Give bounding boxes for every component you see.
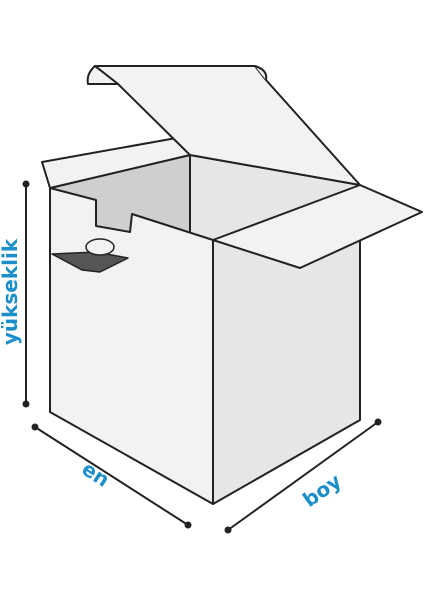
- length-measure-dot-left: [224, 526, 232, 534]
- width-measure-dot-right: [184, 521, 192, 529]
- height-measure-dot-top: [22, 180, 30, 188]
- length-measure: [224, 418, 382, 534]
- width-measure: [31, 423, 192, 529]
- width-measure-dot-left: [31, 423, 39, 431]
- box-right-flap: [212, 184, 423, 269]
- height-measure: [22, 180, 30, 408]
- width-label: en: [78, 456, 114, 491]
- length-measure-dot-right: [374, 418, 382, 426]
- box-front-face: [49, 187, 214, 505]
- box-right-face: [212, 239, 361, 505]
- height-measure-dot-bottom: [22, 400, 30, 408]
- height-label: yükseklik: [0, 238, 22, 345]
- box-handle-hole: [85, 238, 115, 256]
- box-top-lid-tuck-right: [254, 65, 268, 81]
- length-measure-line: [227, 421, 379, 531]
- width-measure-line: [34, 426, 189, 526]
- box-top-lid-tuck: [86, 65, 119, 85]
